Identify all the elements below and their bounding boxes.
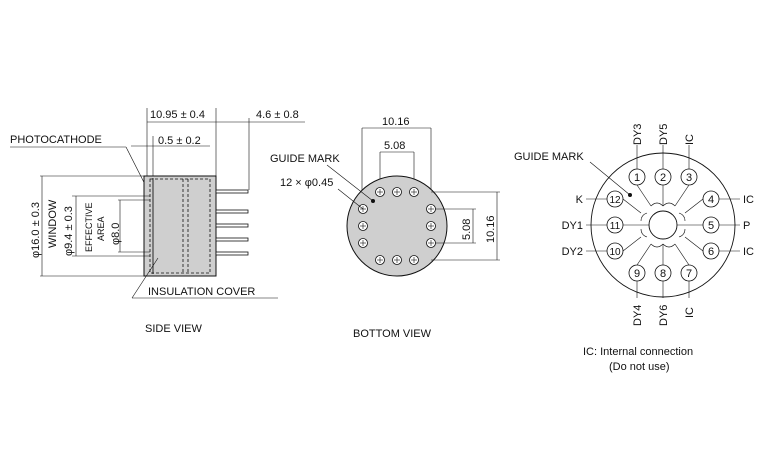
svg-text:10: 10 [609, 247, 621, 258]
pin-7-label: IC [684, 307, 696, 318]
pin-4: 4 [702, 190, 720, 208]
pin-8-label: DY6 [658, 305, 670, 326]
pin-6-label: IC [743, 246, 754, 258]
label-pin-count-diameter: 12 × φ0.45 [280, 177, 333, 189]
svg-text:7: 7 [686, 268, 692, 280]
pin-6: 6 [702, 242, 720, 260]
pin-1: 1 [628, 168, 646, 186]
side-view: 10.95 ± 0.4 4.6 ± 0.8 0.5 ± 0.2 PHOTOCAT… [10, 108, 305, 335]
note-ic-line1: IC: Internal connection [583, 346, 693, 358]
svg-text:12: 12 [609, 195, 621, 206]
svg-text:1: 1 [634, 172, 640, 184]
pin-label-leaders [586, 145, 740, 298]
pin-10: 10 [606, 242, 624, 260]
pin-1-label: DY3 [632, 124, 644, 145]
label-pin-guide-mark: GUIDE MARK [514, 151, 584, 163]
side-view-pins [215, 189, 249, 256]
label-insulation-cover: INSULATION COVER [148, 286, 255, 298]
dim-pin-length: 4.6 ± 0.8 [256, 109, 299, 121]
dim-tube-diameter: φ16.0 ± 0.3 [30, 202, 42, 258]
pin-5-label: P [743, 220, 750, 232]
pin-9-label: DY4 [632, 305, 644, 326]
label-effective: EFFECTIVE [84, 202, 94, 252]
label-area: AREA [96, 216, 106, 241]
label-bottom-guide-mark: GUIDE MARK [270, 153, 340, 165]
label-window: WINDOW [47, 199, 59, 248]
svg-text:4: 4 [708, 194, 714, 206]
pin-8: 8 [654, 264, 672, 282]
dim-bottom-top-inner: 5.08 [384, 140, 405, 152]
svg-text:11: 11 [610, 221, 621, 232]
side-view-caption: SIDE VIEW [145, 323, 202, 335]
label-photocathode: PHOTOCATHODE [10, 134, 102, 146]
bottom-view-caption: BOTTOM VIEW [353, 328, 432, 340]
pin-11-label: DY1 [562, 220, 583, 232]
pin-3-label: IC [684, 134, 696, 145]
svg-text:3: 3 [686, 172, 692, 184]
pin-guide-mark-dot [628, 193, 632, 197]
pin-12: 12 [606, 190, 624, 208]
center-circle [648, 210, 678, 240]
pin-9: 9 [628, 264, 646, 282]
pin-11: 11 [606, 216, 624, 234]
pin-7: 7 [680, 264, 698, 282]
svg-text:8: 8 [660, 268, 666, 280]
pin-leaders [622, 184, 704, 266]
svg-text:9: 9 [634, 268, 640, 280]
dim-bottom-top-outer: 10.16 [382, 116, 410, 128]
svg-text:2: 2 [660, 172, 666, 184]
pin-2: 2 [654, 168, 672, 186]
dim-effective-diameter: φ8.0 [110, 223, 122, 245]
pin-10-label: DY2 [562, 246, 583, 258]
dim-bottom-right-outer: 10.16 [485, 215, 497, 243]
pin-4-label: IC [743, 194, 754, 206]
pin-12-label: K [576, 194, 584, 206]
dim-bottom-right-inner: 5.08 [461, 219, 473, 240]
dim-window-gap: 0.5 ± 0.2 [158, 135, 201, 147]
pin-2-label: DY5 [658, 124, 670, 145]
pin-connection-diagram: 1 2 3 4 5 6 7 8 9 10 11 12 DY3 DY5 IC [514, 124, 754, 373]
note-ic-line2: (Do not use) [609, 361, 670, 373]
svg-text:6: 6 [708, 246, 714, 258]
pin-3: 3 [680, 168, 698, 186]
inner-electrode-curves [640, 202, 686, 248]
dim-overall-length: 10.95 ± 0.4 [150, 109, 205, 121]
svg-text:5: 5 [708, 220, 714, 232]
bottom-view: 10.16 5.08 GUIDE MARK 12 × φ0.45 [270, 116, 500, 340]
pin-5: 5 [702, 216, 720, 234]
dim-window-diameter: φ9.4 ± 0.3 [63, 206, 75, 256]
tube-body [143, 175, 217, 277]
